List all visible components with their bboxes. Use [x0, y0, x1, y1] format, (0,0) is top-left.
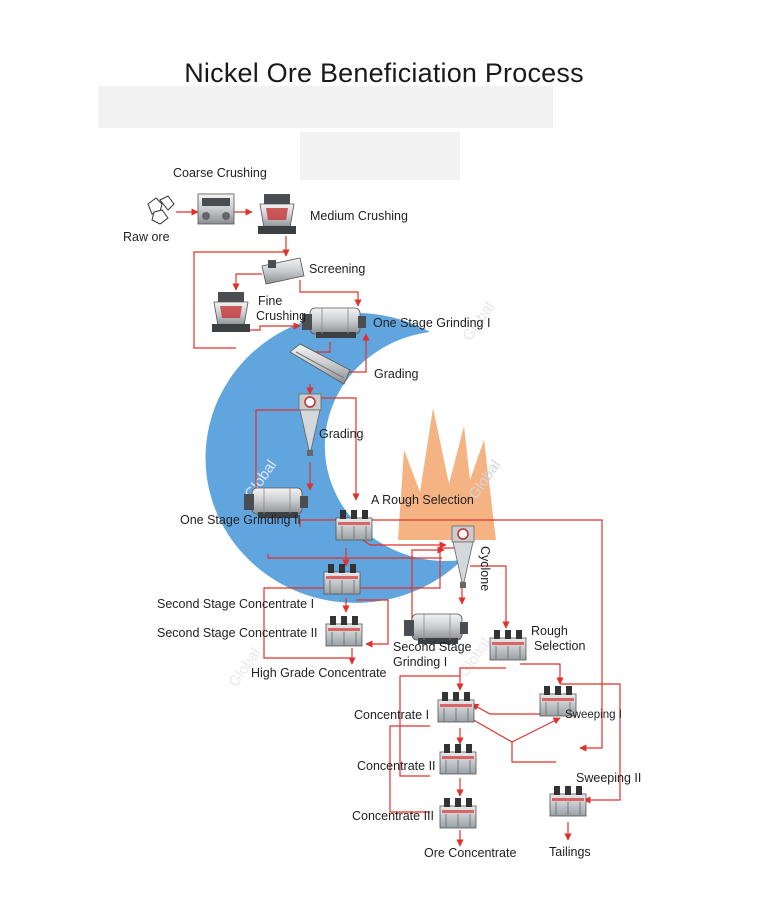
fine-cone-crusher-icon	[211, 291, 251, 333]
label-raw-ore: Raw ore	[123, 230, 170, 244]
label-sweeping-2: Sweeping II	[576, 771, 642, 785]
blurred-text-band-1	[98, 86, 553, 128]
label-fine-crushing-line1: Fine	[258, 294, 283, 308]
label-one-stage-grinding-2: One Stage Grinding II	[180, 513, 301, 527]
raw-ore-icon	[147, 195, 175, 225]
label-second-stage-grinding-line2: Grinding I	[393, 655, 448, 669]
hydrocyclone-icon-2	[451, 525, 475, 589]
label-second-stage-grinding-line1: Second Stage	[393, 640, 472, 654]
label-fine-crushing-line2: Crushing	[256, 309, 307, 323]
spiral-classifier-icon	[289, 343, 351, 385]
flotation-cell-icon-concentrate-3	[439, 797, 477, 829]
label-second-stage-concentrate-1: Second Stage Concentrate I	[157, 597, 315, 611]
label-tailings: Tailings	[549, 845, 591, 859]
label-high-grade-concentrate: High Grade Concentrate	[251, 666, 387, 680]
label-screening: Screening	[309, 262, 366, 276]
flotation-cell-icon-second-concentrate-1	[323, 563, 361, 595]
medium-cone-crusher-icon	[257, 193, 297, 235]
label-rough-selection-line1: Rough	[531, 624, 568, 638]
label-one-stage-grinding-1: One Stage Grinding I	[373, 316, 491, 330]
label-rough-selection-line2: Selection	[534, 639, 586, 653]
label-ore-concentrate: Ore Concentrate	[424, 846, 517, 860]
label-concentrate-3: Concentrate III	[352, 809, 434, 823]
vibrating-screen-icon	[261, 257, 305, 285]
flotation-cell-icon-rough-a	[335, 509, 373, 541]
jaw-crusher-icon	[197, 193, 235, 225]
blurred-text-band-2	[300, 132, 460, 180]
label-sweeping-1: Sweeping I	[565, 709, 622, 721]
flotation-cell-icon-concentrate-2	[439, 743, 477, 775]
label-grading-2: Grading	[319, 427, 364, 441]
flotation-cell-icon-sweeping-2	[549, 785, 587, 817]
label-rough-selection-a: A Rough Selection	[371, 493, 474, 507]
page-title: Nickel Ore Beneficiation Process	[184, 58, 584, 88]
label-second-stage-concentrate-2: Second Stage Concentrate II	[157, 626, 318, 640]
label-coarse-crushing: Coarse Crushing	[173, 166, 267, 180]
flotation-cell-icon-concentrate-1	[437, 691, 475, 723]
flotation-cell-icon-second-concentrate-2	[325, 615, 363, 647]
label-concentrate-2: Concentrate II	[357, 759, 436, 773]
label-grading-1: Grading	[374, 367, 419, 381]
label-cyclone: Cyclone	[478, 546, 492, 592]
label-medium-crushing: Medium Crushing	[310, 209, 408, 223]
flotation-cell-icon-rough	[489, 629, 527, 661]
label-concentrate-1: Concentrate I	[354, 708, 430, 722]
